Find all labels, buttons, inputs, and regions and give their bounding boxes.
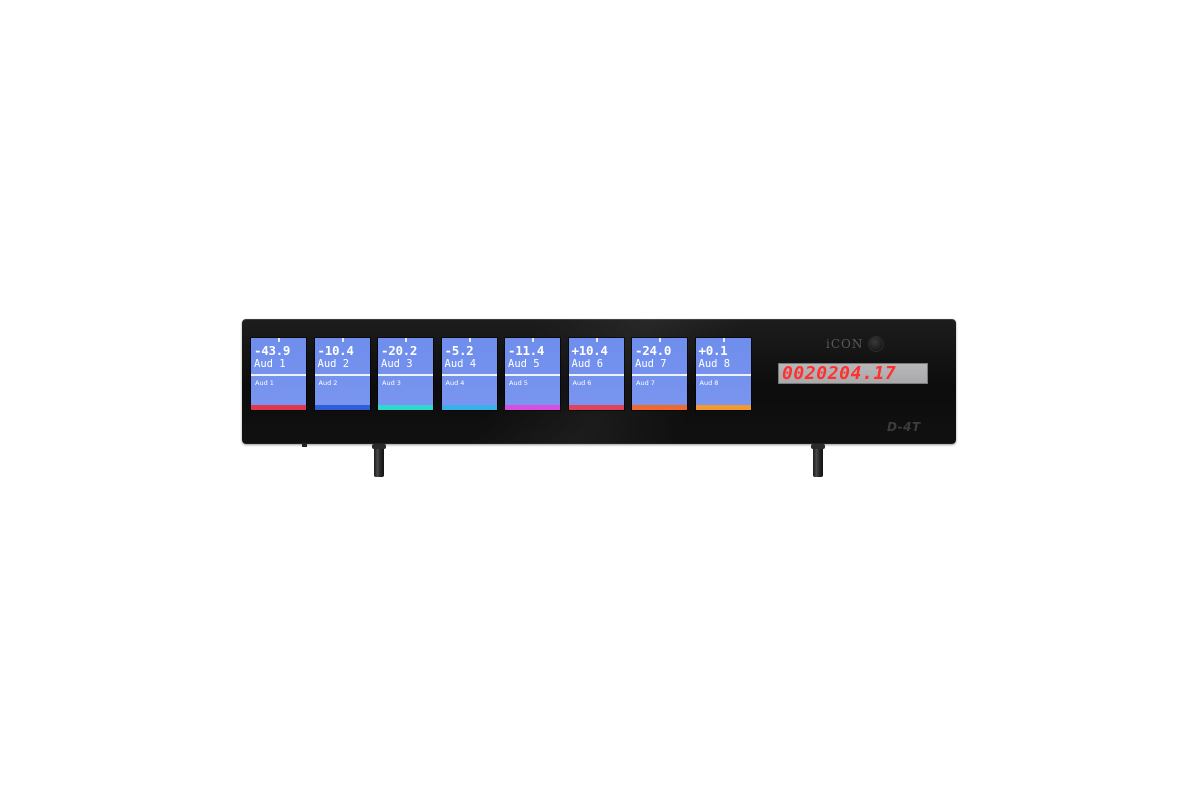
stand-leg-left (372, 444, 386, 477)
channel-color-bar (568, 405, 624, 410)
channel-color-bar (378, 405, 433, 410)
channel-color-bar (441, 405, 497, 410)
strip-divider (568, 374, 624, 376)
channel-sub-label: Aud 5 (509, 379, 528, 387)
channel-level-value: -11.4 (508, 343, 545, 358)
channel-color-bar (505, 405, 560, 410)
stand-cap (372, 444, 386, 449)
meter-tick (532, 338, 534, 342)
channel-sub-label: Aud 1 (255, 379, 274, 387)
channel-color-bar (314, 405, 370, 410)
meter-tick (468, 338, 471, 342)
channel-level-value: +0.1 (698, 343, 728, 358)
channel-sub-label: Aud 2 (318, 379, 338, 387)
channel-name: Aud 4 (444, 358, 477, 370)
channel-name: Aud 2 (317, 358, 350, 370)
strip-divider (314, 374, 370, 376)
strip-divider (632, 374, 687, 376)
usb-port (302, 443, 307, 447)
channel-level-value: -24.0 (635, 343, 672, 358)
channel-level-value: -43.9 (254, 343, 291, 358)
timecode-display: 0020204.17 (778, 363, 928, 384)
channel-level-value: -20.2 (381, 343, 418, 358)
stand-leg-right (811, 444, 825, 477)
channel-sub-label: Aud 7 (636, 379, 655, 387)
channel-sub-label: Aud 6 (572, 379, 592, 387)
round-button-icon[interactable] (869, 337, 883, 351)
channel-color-bar (251, 405, 306, 410)
meter-tick (405, 338, 407, 342)
timecode-readout: 0020204.17 (782, 363, 897, 384)
channel-sub-label: Aud 8 (699, 379, 719, 387)
strip-divider (251, 374, 306, 376)
channel-name: Aud 1 (254, 358, 286, 370)
channel-name: Aud 3 (381, 358, 413, 370)
channel-name: Aud 5 (508, 358, 540, 370)
meter-tick (278, 338, 280, 342)
stand-cap (811, 444, 825, 449)
channel-name: Aud 8 (698, 358, 731, 370)
channel-color-bar (632, 405, 687, 410)
channel-sub-label: Aud 3 (382, 379, 401, 387)
channel-sub-label: Aud 4 (445, 379, 465, 387)
channel-level-value: -5.2 (444, 343, 474, 358)
strip-divider (505, 374, 560, 376)
channel-color-bar (695, 405, 751, 410)
channel-level-value: +10.4 (571, 343, 608, 358)
strip-divider (378, 374, 433, 376)
brand-logo: iCON (826, 337, 864, 351)
strip-divider (441, 374, 497, 376)
model-label: D-4T (887, 420, 921, 434)
meter-tick (722, 338, 725, 342)
meter-tick (595, 338, 598, 342)
meter-tick (341, 338, 344, 342)
meter-tick (659, 338, 661, 342)
strip-divider (695, 374, 751, 376)
channel-name: Aud 7 (635, 358, 667, 370)
channel-name: Aud 6 (571, 358, 604, 370)
channel-level-value: -10.4 (317, 343, 354, 358)
